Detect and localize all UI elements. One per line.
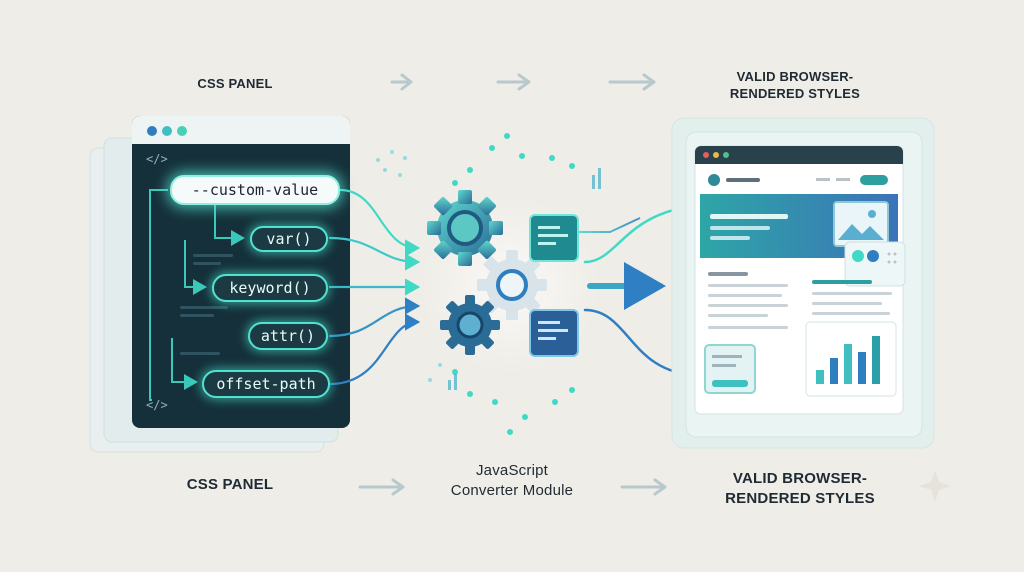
code-close-tag: </> xyxy=(146,398,168,412)
code-item-attr: attr() xyxy=(248,322,328,350)
label-bottom-left: CSS PANEL xyxy=(186,476,274,493)
label-bottom-right: VALID BROWSER- RENDERED STYLES xyxy=(725,470,875,507)
window-dot-green xyxy=(177,126,187,136)
gear-icon-center xyxy=(477,250,547,320)
code-item-custom-value: --custom-value xyxy=(170,175,340,205)
code-open-tag: </> xyxy=(146,152,168,166)
label-top-left: CSS PANEL xyxy=(197,76,273,91)
window-dot-blue xyxy=(147,126,157,136)
code-module-icon-bottom xyxy=(529,309,579,357)
code-item-var: var() xyxy=(250,226,328,252)
gear-icon-bottom xyxy=(440,295,500,355)
window-dot-teal xyxy=(162,126,172,136)
label-bottom-center: JavaScript Converter Module xyxy=(450,462,574,499)
bar-chart-icon xyxy=(805,321,897,397)
flow-arrows-bottom xyxy=(358,478,667,496)
label-top-right: VALID BROWSER- RENDERED STYLES xyxy=(729,69,861,101)
circuit-nodes xyxy=(452,133,575,435)
code-module-icon-top xyxy=(529,214,579,262)
image-icon xyxy=(833,201,889,247)
code-item-offset-path: offset-path xyxy=(202,370,330,398)
sparkle-icon xyxy=(919,470,951,502)
gear-icon-top xyxy=(427,190,503,266)
code-item-keyword: keyword() xyxy=(212,274,328,302)
flow-arrows-top xyxy=(390,73,656,91)
